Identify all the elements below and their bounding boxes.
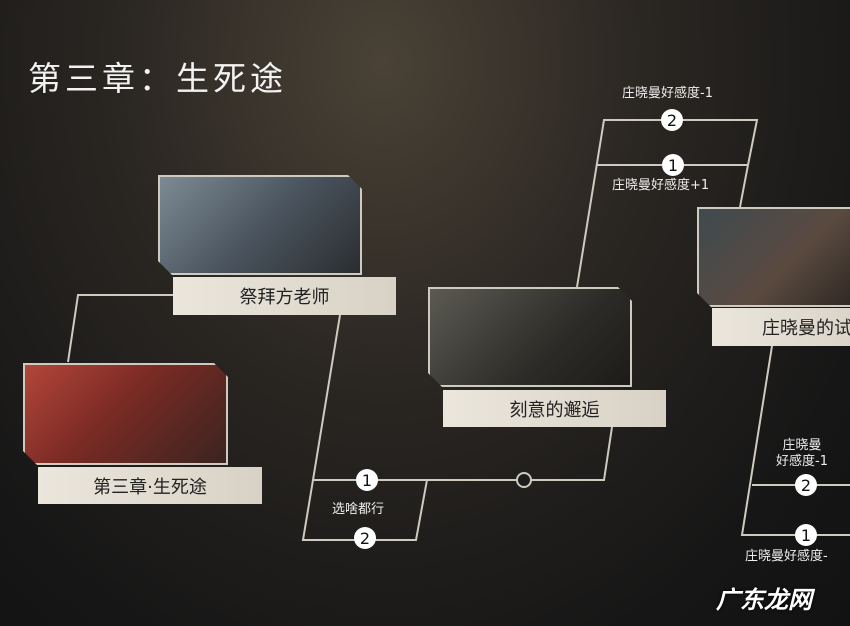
chapter-title: 第三章：生死途 [28, 59, 287, 98]
chapter-scene-image[interactable] [23, 363, 228, 465]
connector-jibai-chapter [67, 294, 175, 363]
node-jibai[interactable]: 祭拜方老师 [173, 277, 396, 315]
jibai-scene-image[interactable] [158, 175, 362, 275]
choice-badge-right-2[interactable]: 2 [795, 474, 817, 496]
node-zhuang[interactable]: 庄晓曼的试 [712, 308, 850, 346]
connector-keyi-top [576, 119, 759, 288]
zhuang-scene-image[interactable] [697, 207, 850, 307]
choice-text-right-2: 庄晓曼 好感度-1 [776, 438, 828, 469]
watermark: 广东龙网 [716, 586, 812, 614]
choice-text-top-2: 庄晓曼好感度-1 [622, 86, 713, 101]
choice-text-right-1: 庄晓曼好感度- [745, 549, 828, 564]
choice-text-top-1: 庄晓曼好感度+1 [612, 178, 710, 193]
choice-badge-right-1[interactable]: 1 [795, 524, 817, 546]
node-chapter[interactable]: 第三章·生死途 [38, 467, 262, 504]
choice-badge-top-2[interactable]: 2 [661, 109, 683, 131]
choice-text-mid-2: 选啥都行 [332, 502, 385, 517]
keyi-scene-image[interactable] [428, 287, 632, 387]
choice-badge-top-1[interactable]: 1 [662, 154, 684, 176]
node-keyi[interactable]: 刻意的邂逅 [443, 390, 666, 427]
connector-jibai-keyi [311, 314, 613, 481]
choice-badge-mid-1[interactable]: 1 [356, 469, 378, 491]
choice-badge-mid-2[interactable]: 2 [354, 527, 376, 549]
junction-node [516, 472, 532, 488]
